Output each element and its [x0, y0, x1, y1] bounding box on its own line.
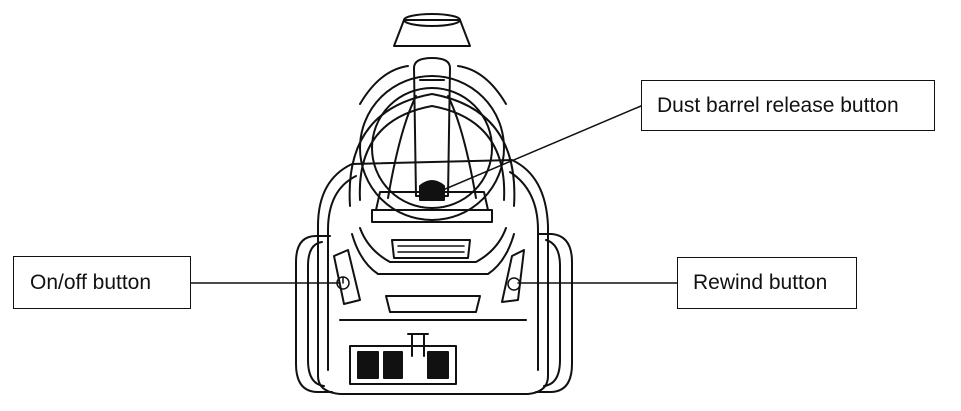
on-off-button-label: On/off button: [13, 256, 191, 309]
vacuum-body: [317, 159, 549, 395]
dust-barrel-release-label: Dust barrel release button: [641, 80, 935, 131]
right-wheel: [535, 233, 573, 393]
dust-barrel-leader-line: [423, 105, 642, 199]
carry-handle: [387, 57, 477, 201]
left-wheel: [295, 235, 333, 393]
on-off-button-text: On/off button: [30, 270, 152, 294]
rewind-button-text: Rewind button: [693, 271, 828, 294]
dust-barrel-release-text: Dust barrel release button: [657, 93, 899, 117]
rewind-button-label: Rewind button: [677, 257, 857, 309]
dust-barrel: [348, 13, 516, 223]
rewind-button-marker: [507, 277, 521, 291]
